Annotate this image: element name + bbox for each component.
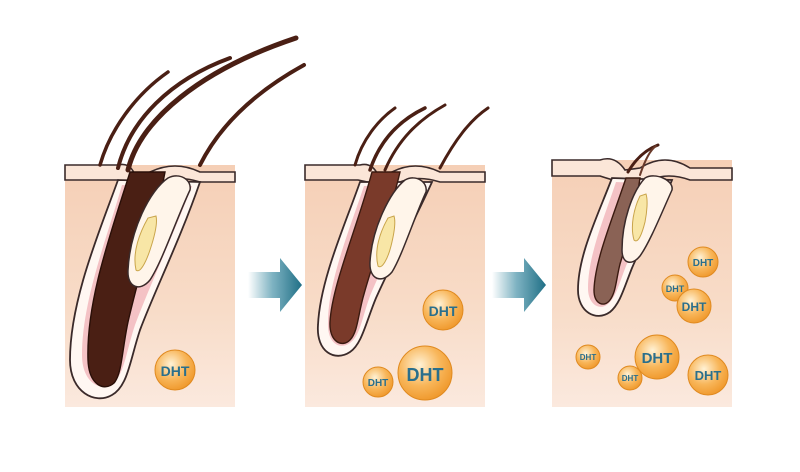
dht-label: DHT [682, 300, 707, 314]
dht-molecule-icon [397, 345, 453, 401]
stage-1-hair-strand-2 [116, 56, 232, 170]
dht-molecule-icon [422, 289, 464, 331]
stage-3-dht-7: DHT [617, 365, 643, 391]
dht-label: DHT [642, 350, 673, 367]
dht-label: DHT [429, 303, 458, 319]
dht-molecule-icon [687, 246, 719, 278]
stage-2-dht-1: DHT [422, 289, 464, 331]
stage-2-hair-strand-1 [368, 106, 427, 172]
dht-molecule-icon [676, 288, 712, 324]
stage-1-panel: DHT [64, 35, 306, 407]
stage-3-dht-6: DHT [575, 344, 601, 370]
dht-label: DHT [407, 365, 444, 385]
dht-label: DHT [622, 374, 639, 383]
dht-molecule-icon [362, 366, 394, 398]
stage-3-dht-4: DHT [634, 334, 680, 380]
dht-molecule-icon [687, 354, 729, 396]
stage-2-dht-3: DHT [362, 366, 394, 398]
stage-1-gland-core [134, 215, 157, 272]
stage-2-hair-strand-2 [383, 103, 447, 172]
stage-2-gland-core [376, 215, 396, 268]
stage-3-panel: DHT DHT DHT DHT DHT DHT DHT [551, 143, 733, 407]
dht-label: DHT [580, 353, 597, 362]
arrow-right-icon [248, 258, 302, 312]
arrow-right-icon [492, 258, 546, 312]
stage-2-dht-2: DHT [397, 345, 453, 401]
dht-label: DHT [161, 363, 190, 379]
stage-3-hair-strand-2 [639, 145, 657, 176]
stage-3-dht-3: DHT [676, 288, 712, 324]
dht-label: DHT [693, 258, 714, 269]
dht-label: DHT [695, 368, 722, 383]
dht-molecule-icon [575, 344, 601, 370]
dht-molecule-icon [617, 365, 643, 391]
stage-2-hair-strand-4 [438, 106, 490, 170]
stage-2-hair-strand-3 [353, 106, 397, 167]
stage-1-hair-strand-3 [98, 70, 170, 167]
progression-arrow-1 [248, 258, 302, 312]
stage-2-panel: DHT DHT DHT [304, 103, 490, 407]
stage-1-hair-strand-4 [198, 63, 306, 167]
stage-3-dht-1: DHT [687, 246, 719, 278]
stage-3-dht-5: DHT [687, 354, 729, 396]
stage-1-dht-1: DHT [154, 349, 196, 391]
progression-arrow-2 [492, 258, 546, 312]
dht-molecule-icon [154, 349, 196, 391]
dht-molecule-icon [634, 334, 680, 380]
dht-label: DHT [368, 378, 389, 389]
dht-label: DHT [666, 284, 685, 294]
stage-1-hair-strand-1 [125, 35, 299, 173]
stage-3-gland-core [631, 193, 648, 242]
